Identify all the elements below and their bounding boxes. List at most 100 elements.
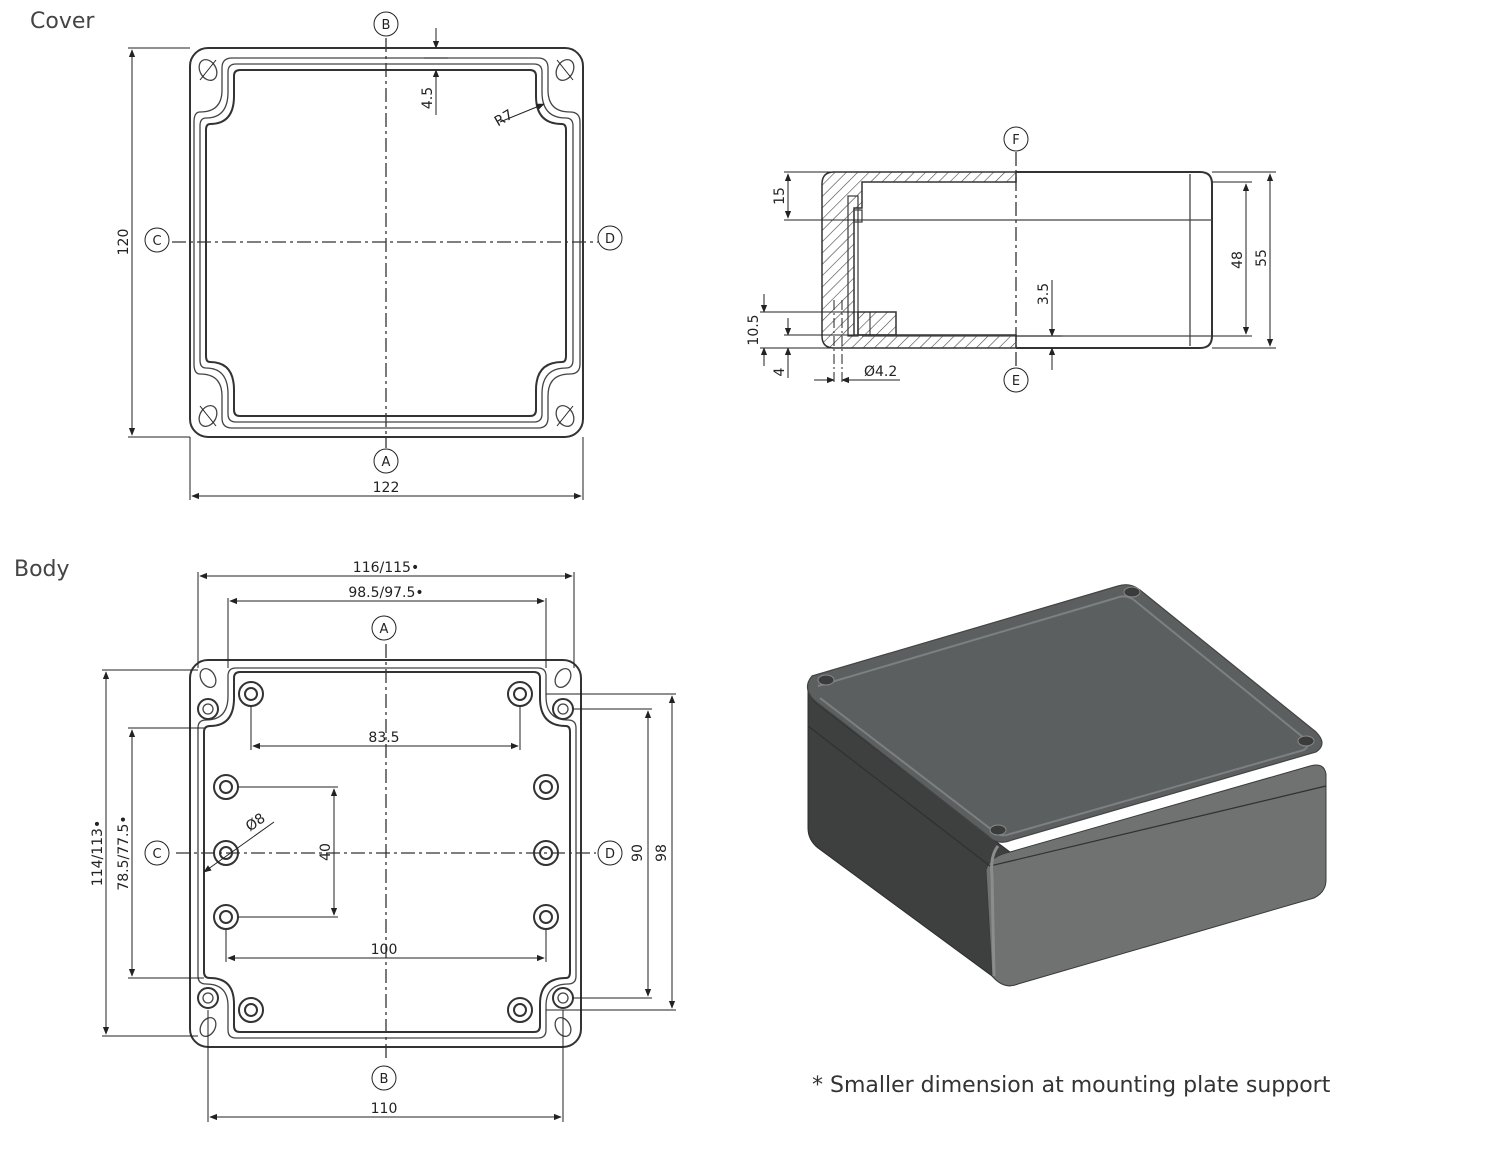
- svg-text:D: D: [605, 232, 615, 247]
- body-dim-inner-width: 98.5/97.5•: [227, 585, 547, 668]
- cover-marker-bottom: A: [373, 448, 399, 474]
- cover-dim-height: 120: [116, 47, 190, 438]
- cover-title: Cover: [30, 9, 95, 34]
- svg-text:100: 100: [371, 942, 398, 958]
- section-dim-hole: Ø4.2: [814, 364, 900, 384]
- cover-view: Cover B: [30, 9, 623, 500]
- body-dim-inner-height: 78.5/77.5•: [116, 727, 204, 979]
- cover-rim-outer: [193, 57, 581, 429]
- svg-text:3.5: 3.5: [1036, 283, 1052, 305]
- svg-text:90: 90: [630, 844, 646, 862]
- body-dim-outer-width: 116/115•: [197, 560, 575, 668]
- body-boss: [238, 681, 264, 707]
- svg-text:78.5/77.5•: 78.5/77.5•: [116, 815, 132, 890]
- body-corner-hole: [197, 987, 219, 1037]
- svg-text:B: B: [382, 18, 391, 33]
- body-dim-outer-height: 114/113•: [90, 669, 198, 1037]
- svg-text:10.5: 10.5: [746, 314, 762, 345]
- section-marker-top: F: [1003, 126, 1029, 152]
- section-seal: [853, 209, 863, 223]
- section-dim-foot-lower: 4: [772, 318, 854, 378]
- body-boss: [507, 997, 533, 1023]
- svg-text:15: 15: [772, 187, 788, 205]
- svg-text:98: 98: [654, 844, 670, 862]
- enclosure-screw: [1297, 735, 1315, 747]
- svg-text:R7: R7: [492, 107, 516, 130]
- footnote: * Smaller dimension at mounting plate su…: [812, 1073, 1331, 1098]
- enclosure-render: [806, 584, 1327, 987]
- svg-text:Ø4.2: Ø4.2: [864, 364, 897, 380]
- body-marker-top: A: [371, 615, 397, 641]
- svg-text:48: 48: [1230, 251, 1246, 269]
- cover-dim-wall: 4.5: [420, 28, 448, 115]
- svg-text:C: C: [152, 234, 161, 249]
- svg-text:4: 4: [772, 367, 788, 376]
- body-dim-boss-diameter: Ø8: [203, 810, 275, 873]
- enclosure-screw: [817, 674, 835, 686]
- cover-marker-top: B: [373, 11, 399, 37]
- section-boss: [857, 311, 897, 336]
- body-marker-left: C: [144, 840, 170, 866]
- section-dim-inner: 48: [1212, 181, 1252, 337]
- section-dim-foot-upper: 10.5: [746, 294, 858, 366]
- section-lip: [847, 195, 859, 337]
- svg-text:114/113•: 114/113•: [90, 820, 106, 886]
- svg-text:E: E: [1012, 374, 1020, 389]
- svg-text:120: 120: [116, 229, 132, 256]
- cover-dim-radius: R7: [492, 103, 545, 130]
- svg-text:110: 110: [371, 1101, 398, 1117]
- body-dim-base-width: 110: [207, 1010, 564, 1122]
- cover-marker-right: D: [597, 225, 623, 251]
- body-boss: [238, 997, 264, 1023]
- cover-marker-left: C: [144, 227, 170, 253]
- body-title: Body: [14, 557, 70, 582]
- svg-text:122: 122: [373, 480, 400, 496]
- cover-screw-slot: [198, 405, 218, 427]
- body-rim: [197, 667, 577, 1039]
- body-boss: [213, 904, 239, 930]
- section-dim-lip: 15: [772, 171, 862, 221]
- svg-text:4.5: 4.5: [420, 87, 436, 109]
- section-shell-hatch: [821, 171, 1017, 349]
- body-dim-boss-bottom: 100: [225, 929, 547, 962]
- cover-screw-slot: [555, 405, 575, 427]
- body-view: Body: [14, 557, 676, 1122]
- body-boss: [213, 774, 239, 800]
- svg-text:D: D: [605, 847, 615, 862]
- cover-rim-inner: [199, 63, 574, 423]
- body-dim-boss-top: 83.5: [250, 706, 521, 750]
- cover-screw-slot: [555, 59, 575, 81]
- svg-text:40: 40: [318, 843, 334, 861]
- enclosure-screw: [1123, 586, 1141, 598]
- section-marker-bottom: E: [1003, 367, 1029, 393]
- body-inner-wall: [203, 671, 571, 1033]
- section-dim-total: 55: [1212, 171, 1276, 349]
- svg-text:116/115•: 116/115•: [353, 560, 419, 576]
- body-dim-boss-vertical: 40: [238, 786, 338, 918]
- body-dim-screw-vertical: 90: [573, 708, 652, 999]
- svg-text:83.5: 83.5: [368, 730, 399, 746]
- body-boss: [533, 904, 559, 930]
- svg-text:98.5/97.5•: 98.5/97.5•: [348, 585, 423, 601]
- svg-text:A: A: [382, 455, 391, 470]
- enclosure-screw: [989, 824, 1007, 836]
- body-boss: [533, 774, 559, 800]
- body-corner-hole: [552, 668, 574, 720]
- svg-text:B: B: [380, 1072, 389, 1087]
- cover-inner-wall: [205, 69, 567, 417]
- body-corner-hole: [197, 668, 219, 720]
- svg-text:Ø8: Ø8: [243, 810, 269, 835]
- section-dim-floor: 3.5: [1016, 280, 1062, 370]
- cover-dim-width: 122: [189, 437, 584, 500]
- body-dim-overall-vertical: 98: [546, 693, 676, 1011]
- body-marker-right: D: [597, 840, 623, 866]
- svg-text:A: A: [380, 622, 389, 637]
- svg-text:55: 55: [1254, 249, 1270, 267]
- cover-screw-slot: [198, 59, 218, 81]
- section-outline-right: [1016, 171, 1213, 349]
- body-marker-bottom: B: [371, 1065, 397, 1091]
- body-boss: [507, 681, 533, 707]
- svg-text:C: C: [152, 847, 161, 862]
- section-view: F E 15 10.5 4: [746, 126, 1276, 393]
